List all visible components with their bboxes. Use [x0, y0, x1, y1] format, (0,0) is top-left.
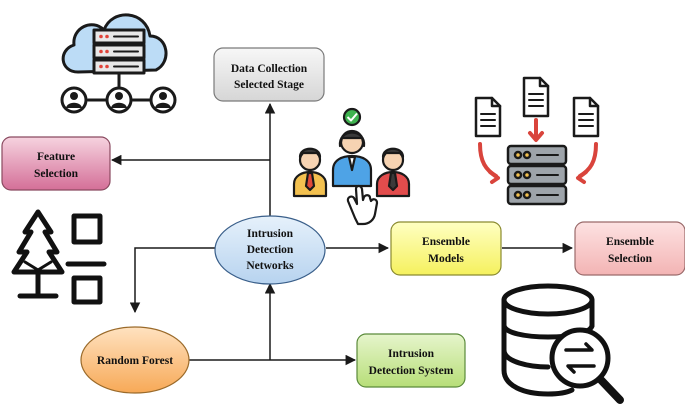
ensemble-selection-line1: Ensemble — [606, 236, 654, 248]
documents-server-icon — [474, 76, 600, 206]
networks-line1: Intrusion — [247, 228, 294, 240]
node-feature-selection: Feature Selection — [1, 136, 111, 191]
ensemble-models-line2: Models — [428, 253, 464, 265]
arrow-networks-to-random-forest — [129, 247, 216, 314]
node-random-forest: Random Forest — [80, 326, 190, 394]
ensemble-models-line1: Ensemble — [422, 236, 470, 248]
node-intrusion-system: Intrusion Detection System — [356, 333, 466, 388]
node-ensemble-selection: Ensemble Selection — [574, 221, 685, 276]
tree-structure-icon — [11, 209, 107, 305]
connectors — [110, 102, 574, 366]
ensemble-selection-line2: Selection — [608, 253, 653, 265]
node-data-collection: Data Collection Selected Stage — [213, 47, 325, 102]
feature-selection-line1: Feature — [37, 151, 75, 163]
intrusion-system-line1: Intrusion — [388, 348, 435, 360]
networks-line2: Detection — [247, 244, 294, 256]
data-collection-line1: Data Collection — [231, 63, 308, 75]
node-ensemble-models: Ensemble Models — [390, 221, 502, 276]
database-search-icon — [501, 283, 624, 404]
networks-line3: Networks — [246, 260, 294, 272]
team-selection-icon — [292, 107, 411, 226]
node-intrusion-networks: Intrusion Detection Networks — [214, 215, 326, 285]
intrusion-system-line2: Detection System — [369, 365, 454, 377]
random-forest-label: Random Forest — [97, 355, 173, 367]
feature-selection-line2: Selection — [34, 168, 79, 180]
data-collection-line2: Selected Stage — [234, 79, 304, 91]
cloud-server-network-icon — [60, 13, 177, 114]
